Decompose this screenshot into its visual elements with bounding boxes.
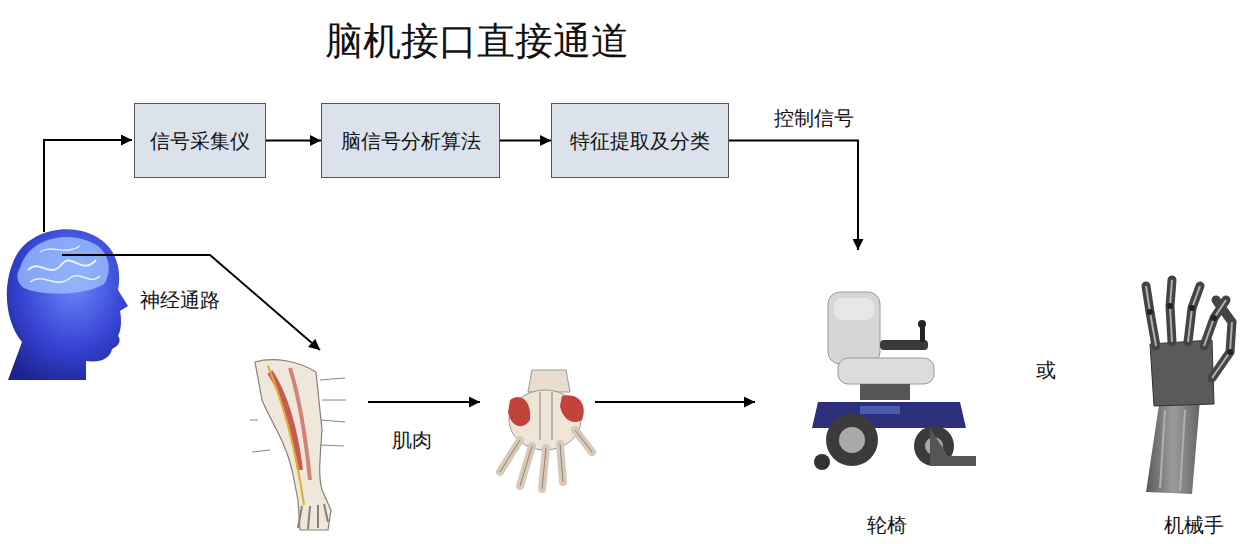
head-figure-part bbox=[40, 246, 80, 252]
wheelchair-picture-part bbox=[834, 298, 874, 320]
hand-anatomy-part-part bbox=[500, 440, 520, 472]
wheelchair-picture bbox=[812, 292, 976, 470]
robotic-hand-picture-part-part bbox=[1147, 309, 1153, 315]
arm-anatomy-part bbox=[298, 504, 328, 529]
wheelchair-picture-part bbox=[914, 426, 954, 466]
hand-anatomy-part-part bbox=[500, 430, 592, 489]
robotic-hand-picture-part bbox=[1146, 280, 1232, 490]
hand-anatomy-part-part bbox=[575, 430, 592, 452]
flow-arrow bbox=[500, 140, 551, 142]
head-figure-part bbox=[28, 260, 96, 270]
box-label: 脑信号分析算法 bbox=[341, 128, 481, 154]
annotation-label: 神经通路 bbox=[140, 287, 220, 313]
process-box: 脑信号分析算法 bbox=[321, 103, 500, 178]
process-box: 信号采集仪 bbox=[134, 103, 266, 178]
signal-arrow bbox=[44, 140, 755, 402]
box-label: 特征提取及分类 bbox=[570, 128, 710, 154]
robotic-hand-picture-part-part bbox=[1211, 315, 1217, 321]
wheelchair-picture-part bbox=[930, 428, 976, 466]
wheelchair-picture-part bbox=[826, 414, 878, 466]
wheelchair-picture-part bbox=[920, 326, 925, 342]
wheelchair-picture-part bbox=[814, 454, 830, 470]
robotic-hand-picture-part-part bbox=[1188, 286, 1200, 342]
hand-anatomy-part bbox=[509, 390, 581, 450]
process-box: 特征提取及分类 bbox=[551, 103, 729, 178]
flow-arrow bbox=[266, 140, 321, 142]
arm-anatomy-part bbox=[268, 366, 304, 505]
robotic-hand-picture-part-part bbox=[1167, 303, 1173, 309]
wheelchair-picture-part bbox=[860, 406, 900, 414]
wheelchair-picture-part bbox=[812, 402, 966, 428]
hand-anatomy-part-part bbox=[520, 446, 532, 486]
wheelchair-picture-part bbox=[925, 437, 943, 455]
wheelchair-picture-part bbox=[860, 384, 910, 400]
robotic-hand-picture-part bbox=[1150, 340, 1214, 406]
box-label: 信号采集仪 bbox=[150, 128, 250, 154]
robotic-hand-picture-part-part bbox=[1212, 300, 1232, 378]
robotic-hand-picture-part-part bbox=[1204, 300, 1226, 346]
hand-anatomy-part-part bbox=[540, 392, 552, 440]
hand-anatomy-part-part bbox=[560, 444, 563, 482]
wheelchair-picture-part bbox=[880, 340, 928, 350]
arm-anatomy-part bbox=[250, 378, 346, 452]
wheelchair-picture-part bbox=[918, 320, 926, 328]
hand-anatomy-part bbox=[508, 397, 530, 426]
hand-anatomy-part bbox=[560, 395, 584, 422]
annotation-label: 或 bbox=[1036, 357, 1056, 383]
robotic-hand-picture-part-part bbox=[1170, 280, 1172, 342]
signal-arrow-part bbox=[62, 255, 320, 350]
robotic-hand-picture-part bbox=[1146, 398, 1200, 494]
arm-anatomy-part bbox=[255, 360, 331, 530]
hand-anatomy-part bbox=[528, 370, 570, 392]
hand-anatomy-part bbox=[500, 430, 592, 489]
arm-anatomy bbox=[250, 360, 346, 530]
device-node: 轮椅 bbox=[780, 250, 994, 538]
robotic-hand-picture-part bbox=[1147, 303, 1233, 355]
wheelchair-picture-part bbox=[839, 427, 865, 453]
signal-arrow-part bbox=[44, 140, 132, 232]
hand-anatomy bbox=[500, 370, 592, 489]
flow-arrow bbox=[729, 141, 858, 251]
head-figure-part bbox=[30, 276, 100, 283]
annotation-label: 肌肉 bbox=[392, 427, 432, 453]
signal-arrow-part bbox=[595, 401, 755, 403]
robotic-hand-picture-part-part bbox=[1189, 305, 1195, 311]
robotic-hand-picture-part-part bbox=[1146, 280, 1232, 378]
signal-arrow-part bbox=[368, 401, 480, 403]
hand-anatomy-part-part bbox=[542, 448, 546, 489]
wheelchair-picture-part bbox=[838, 358, 934, 384]
robotic-hand-picture-part-part bbox=[1160, 410, 1185, 490]
device-node: 机械手 bbox=[1126, 270, 1255, 538]
arm-anatomy-part bbox=[270, 372, 300, 470]
arm-anatomy-part bbox=[290, 368, 310, 480]
robotic-hand-picture-part-part bbox=[1227, 349, 1233, 355]
device-caption: 机械手 bbox=[1126, 512, 1255, 538]
robotic-hand-picture-part-part bbox=[1146, 286, 1156, 346]
robotic-hand-picture-part bbox=[1146, 280, 1232, 378]
device-caption: 轮椅 bbox=[780, 512, 994, 538]
diagram-title: 脑机接口直接通道 bbox=[325, 16, 629, 67]
head-figure-part bbox=[17, 237, 108, 294]
robotic-hand-picture bbox=[1146, 280, 1233, 494]
hand-anatomy-part bbox=[500, 392, 592, 489]
head-figure-part bbox=[7, 229, 128, 380]
wheelchair-picture-part bbox=[828, 292, 880, 364]
edge-label: 控制信号 bbox=[772, 105, 856, 131]
head-figure bbox=[7, 229, 128, 380]
